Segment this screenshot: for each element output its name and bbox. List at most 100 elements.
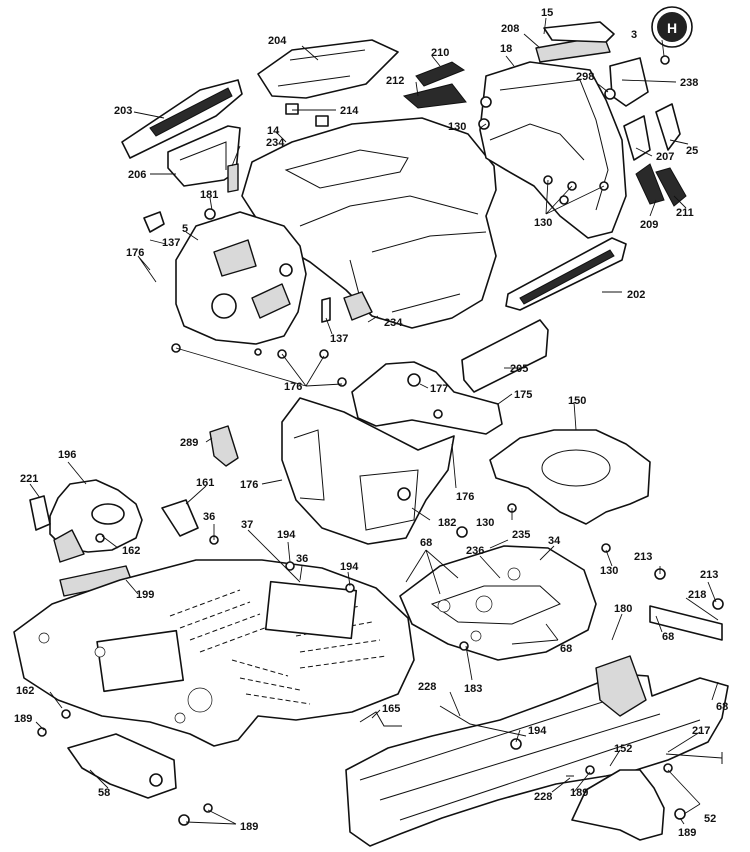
part-214-clip: [285, 103, 299, 115]
callout-204: 204: [268, 35, 287, 47]
callout-206: 206: [128, 169, 146, 181]
callout-25: 25: [686, 145, 698, 157]
part-25-cover: [655, 103, 681, 151]
part-211-lens: [655, 167, 687, 207]
screw-176-group: [171, 343, 347, 387]
callout-212: 212: [386, 75, 404, 87]
part-161-bracket: [161, 499, 199, 537]
part-18-fender: [479, 61, 627, 239]
dash-panel-assembly: [143, 208, 307, 345]
callout-162-b: 162: [16, 685, 34, 697]
callout-130-c: 130: [476, 517, 494, 529]
callout-labels: 15 3 204 208 210 18 238 298 212 214 203 …: [14, 7, 728, 839]
callout-182: 182: [438, 517, 456, 529]
callout-175: 175: [514, 389, 532, 401]
callout-162: 162: [122, 545, 140, 557]
part-205-panel: [461, 319, 549, 393]
callout-177: 177: [430, 383, 448, 395]
callout-176-b: 176: [284, 381, 302, 393]
part-182-firewall: [281, 397, 455, 545]
part-152-guard: [571, 769, 665, 841]
callout-221: 221: [20, 473, 38, 485]
callout-228: 228: [418, 681, 436, 693]
callout-68-d: 68: [716, 701, 728, 713]
callout-36-b: 36: [296, 553, 308, 565]
part-214-clip-b: [315, 115, 329, 127]
callout-189-b: 189: [570, 787, 588, 799]
part-207-lamp: [623, 115, 651, 161]
footrest-opening: [96, 629, 185, 693]
callout-228-b: 228: [534, 791, 552, 803]
leader-lines: [29, 17, 719, 825]
callout-189-c: 189: [678, 827, 696, 839]
callout-217: 217: [692, 725, 710, 737]
callout-235: 235: [512, 529, 530, 541]
callout-289: 289: [180, 437, 198, 449]
callout-37: 37: [241, 519, 253, 531]
callout-194: 194: [277, 529, 296, 541]
callout-234-b: 234: [384, 317, 403, 329]
callout-183: 183: [464, 683, 482, 695]
callout-68-b: 68: [662, 631, 674, 643]
svg-text:H: H: [667, 20, 677, 36]
callout-181: 181: [200, 189, 218, 201]
callout-137: 137: [162, 237, 180, 249]
part-3-emblem-screw: [660, 55, 670, 65]
callout-199: 199: [136, 589, 154, 601]
callout-298: 298: [576, 71, 594, 83]
part-210-grill: [415, 61, 466, 87]
callout-213: 213: [634, 551, 652, 563]
callout-150: 150: [568, 395, 586, 407]
callout-203: 203: [114, 105, 132, 117]
callout-234: 234: [266, 137, 285, 149]
fender-assembly: H: [478, 6, 693, 239]
part-228-rod: [439, 705, 574, 777]
part-209-lens: [635, 163, 665, 205]
callout-36: 36: [203, 511, 215, 523]
callout-210: 210: [431, 47, 449, 59]
callout-68: 68: [420, 537, 432, 549]
part-289-bracket: [209, 425, 239, 467]
callout-196: 196: [58, 449, 76, 461]
callout-15: 15: [541, 7, 553, 19]
part-180-frame-box: [595, 655, 647, 717]
callout-14: 14: [267, 125, 280, 137]
callout-18: 18: [500, 43, 512, 55]
callout-207: 207: [656, 151, 674, 163]
part-175-bracket: [351, 361, 503, 435]
part-234-decal-b: [343, 291, 373, 321]
callout-58: 58: [98, 787, 110, 799]
callout-208: 208: [501, 23, 519, 35]
callout-176: 176: [126, 247, 144, 259]
callout-189-d: 189: [240, 821, 258, 833]
part-150-plate: [489, 429, 651, 525]
callout-34: 34: [548, 535, 561, 547]
part-14-hood: [241, 117, 497, 329]
callout-130: 130: [448, 121, 466, 133]
callout-137-b: 137: [330, 333, 348, 345]
callout-202: 202: [627, 289, 645, 301]
callout-180: 180: [614, 603, 632, 615]
part-204-cover: [257, 39, 399, 99]
part-218-bar: [649, 605, 723, 641]
callout-52: 52: [704, 813, 716, 825]
husqvarna-crown-logo: H: [651, 6, 693, 48]
callout-5: 5: [182, 223, 188, 235]
callout-130-d: 130: [600, 565, 618, 577]
callout-211: 211: [676, 207, 694, 219]
callout-176-d: 176: [456, 491, 474, 503]
part-5-dash-panel: [175, 211, 307, 345]
callout-176-c: 176: [240, 479, 258, 491]
callout-130-b: 130: [534, 217, 552, 229]
bolt-group: [37, 503, 724, 826]
callout-218: 218: [688, 589, 706, 601]
part-221-plate: [29, 495, 51, 531]
callout-205: 205: [510, 363, 528, 375]
part-15-strip: [543, 21, 615, 43]
part-238-panel: [609, 57, 649, 107]
footrest-opening-b: [264, 580, 358, 640]
callout-238: 238: [680, 77, 698, 89]
part-34-mount-plate: [399, 545, 597, 661]
part-234-decal: [227, 163, 239, 193]
